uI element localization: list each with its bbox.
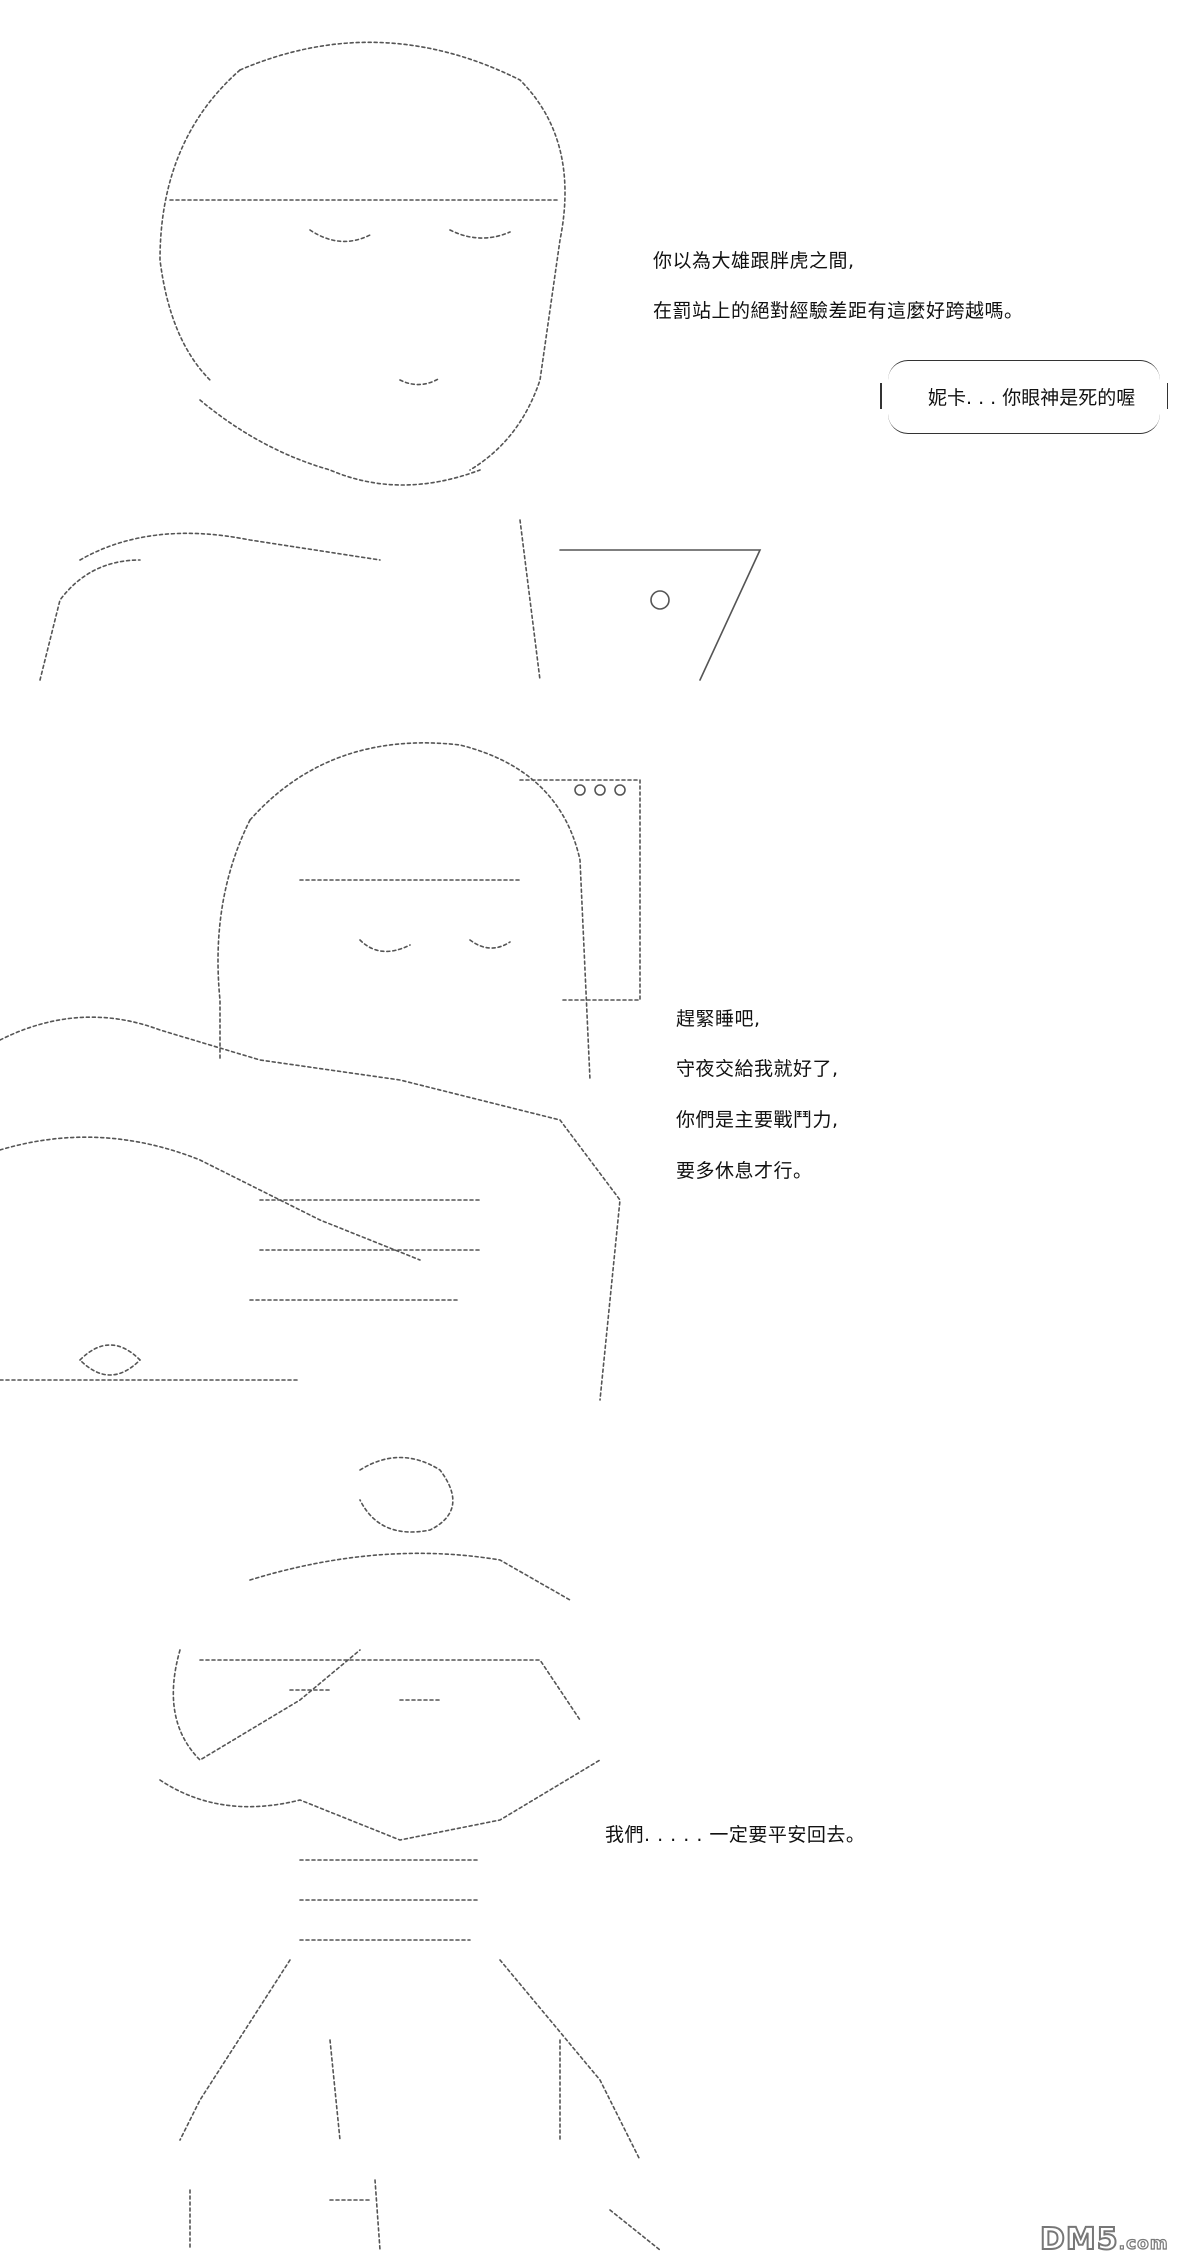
- speech-bubble-text: 妮卡. . . 你眼神是死的喔: [928, 387, 1136, 409]
- panel2-narration-line-3: 你們是主要戰鬥力,: [676, 1109, 839, 1131]
- panel2-narration-line-2: 守夜交給我就好了,: [676, 1058, 839, 1080]
- panel3-figure-art: [159, 1456, 661, 2251]
- panel2-figure-art: [0, 742, 641, 1401]
- panel3-narration-line-1: 我們. . . . . 一定要平安回去。: [605, 1824, 866, 1846]
- dm5-watermark-logo: DM5.com: [1039, 2221, 1169, 2258]
- speech-bubble: 妮卡. . . 你眼神是死的喔: [880, 360, 1168, 434]
- panel1-narration-line-2: 在罰站上的絕對經驗差距有這麼好跨越嗎。: [653, 300, 1024, 322]
- panel2-narration-line-1: 趕緊睡吧,: [676, 1008, 761, 1030]
- watermark-suffix: .com: [1118, 2233, 1169, 2254]
- panel2-narration-line-4: 要多休息才行。: [676, 1160, 813, 1182]
- panel1-figure-art: [39, 41, 762, 681]
- panel1-narration-line-1: 你以為大雄跟胖虎之間,: [653, 250, 855, 272]
- bubble-right-edge: [1166, 383, 1168, 409]
- bubble-left-edge: [880, 383, 882, 409]
- watermark-main: DM5: [1039, 2221, 1119, 2258]
